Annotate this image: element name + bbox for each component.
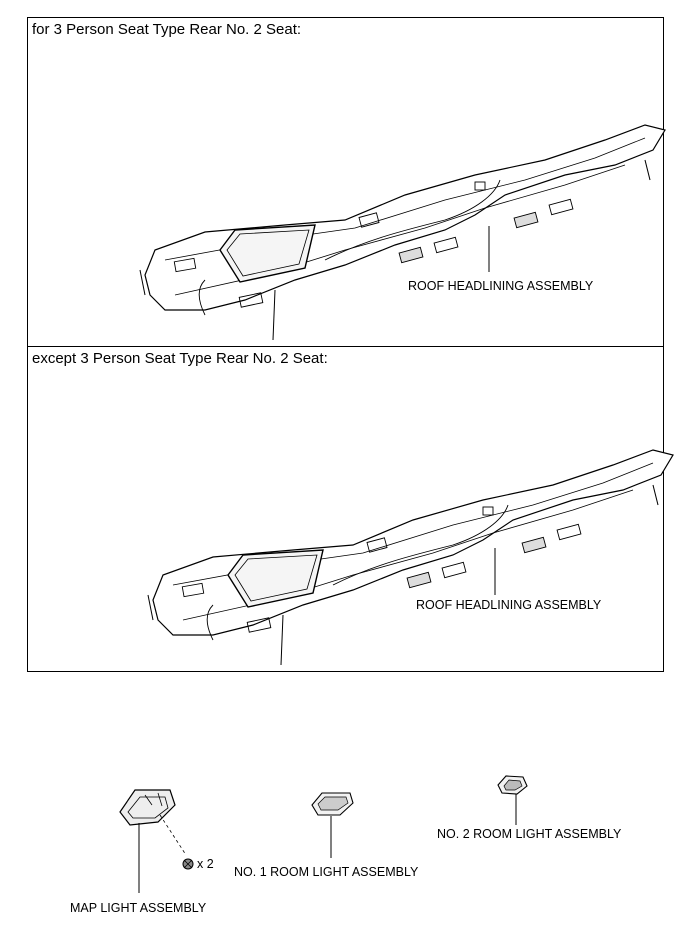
diagram-panel-except-three-person-seat: except 3 Person Seat Type Rear No. 2 Sea… <box>27 347 664 672</box>
screw-drawing <box>182 858 194 870</box>
roof-headlining-label: ROOF HEADLINING ASSEMBLY <box>416 598 602 612</box>
panel-caption: for 3 Person Seat Type Rear No. 2 Seat: <box>32 21 302 38</box>
diagram-panel-three-person-seat: for 3 Person Seat Type Rear No. 2 Seat: <box>27 17 664 347</box>
map-light-drawing <box>119 789 187 893</box>
panel-caption: except 3 Person Seat Type Rear No. 2 Sea… <box>32 350 328 367</box>
room-light-1-drawing <box>311 792 354 858</box>
room-light-2-label: NO. 2 ROOM LIGHT ASSEMBLY <box>437 827 622 841</box>
screw-quantity-label: x 2 <box>197 857 214 871</box>
map-light-label: MAP LIGHT ASSEMBLY <box>70 901 207 915</box>
room-light-2-drawing <box>497 775 528 825</box>
roof-headlining-label: ROOF HEADLINING ASSEMBLY <box>408 279 594 293</box>
room-light-1-label: NO. 1 ROOM LIGHT ASSEMBLY <box>234 865 419 879</box>
